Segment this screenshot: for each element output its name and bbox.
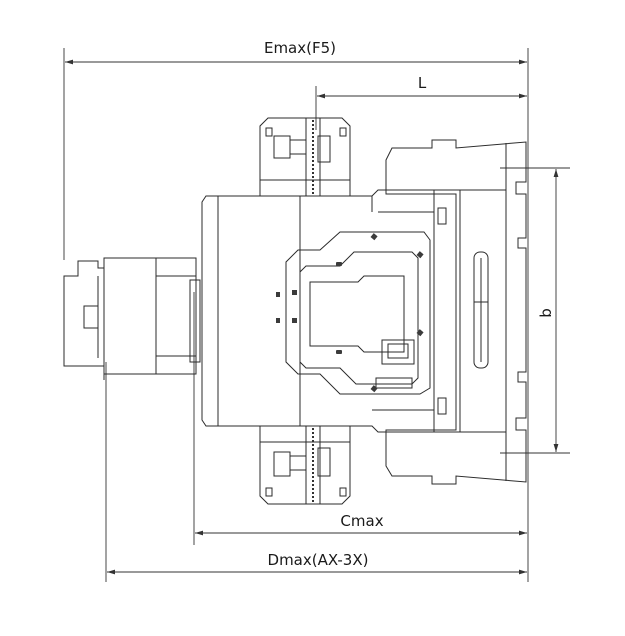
armature-carrier [276, 231, 431, 395]
extension-lines [63, 48, 570, 582]
cmax-label: Cmax [340, 512, 383, 530]
indicator-slot [473, 251, 489, 369]
bottom-terminal [259, 425, 351, 505]
b-label: b [537, 308, 555, 318]
emax-label: Emax(F5) [264, 39, 336, 57]
left-auxiliary-module [63, 257, 201, 380]
dmax-label: Dmax(AX-3X) [268, 551, 369, 569]
main-body [201, 189, 489, 433]
l-label: L [418, 74, 427, 92]
top-terminal [259, 117, 351, 197]
dimension-arrows [65, 59, 559, 575]
